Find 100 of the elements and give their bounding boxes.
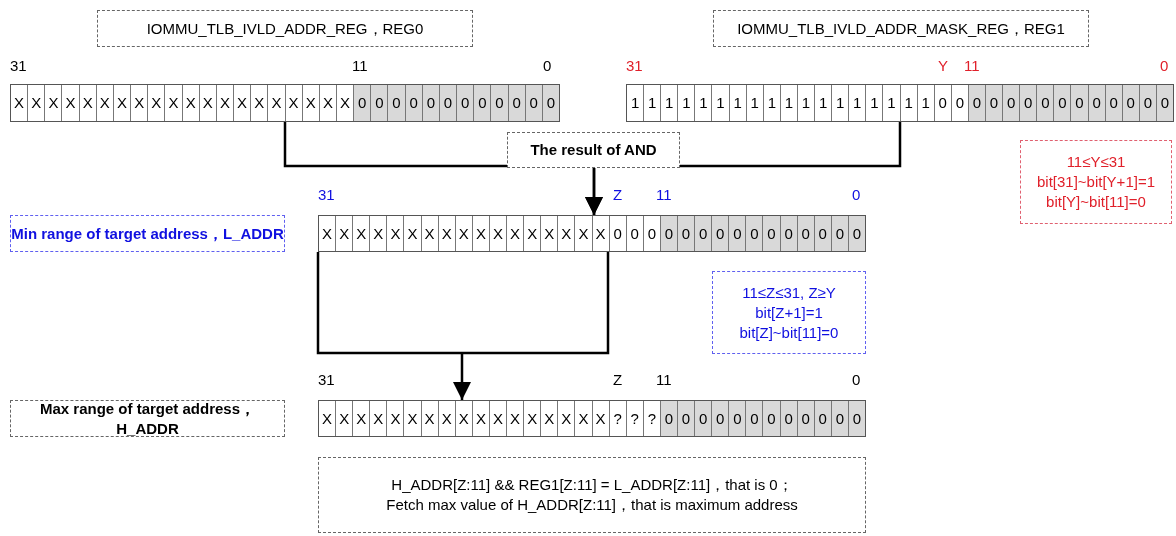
bit-cell: 1 [729,85,747,121]
bit-cell: X [455,401,473,436]
bit-cell: X [507,401,525,436]
bit-cell: X [489,401,508,436]
note-text: 11≤Y≤31 bit[31]~bit[Y+1]=1 bit[Y]~bit[11]=0 [1036,152,1156,212]
bit-cell: X [421,216,439,251]
bit-cell: 1 [644,85,662,121]
bit-cell: 0 [643,216,661,251]
bit-cell: X [507,216,525,251]
note-text: H_ADDR[Z:11] && REG1[Z:11] = L_ADDR[Z:11]，that is 0； [391,475,793,495]
bit-cell: X [336,401,354,436]
bit-cell: X [79,85,97,121]
bit-field [10,84,560,122]
bit-cell: X [251,85,269,121]
bit-cell: 0 [371,85,389,121]
bit-cell: X [438,401,456,436]
bit-cell: 1 [900,85,918,121]
bit-cell: 0 [457,85,475,121]
register-name-box [97,10,473,47]
bit-number: 0 [852,371,861,389]
bit-cell: 0 [626,216,644,251]
bit-cell: X [575,401,593,436]
bit-number: Y [938,57,948,75]
bit-number: 0 [543,57,552,75]
bit-cell: X [336,216,354,251]
note-text: Fetch max value of H_ADDR[Z:11]，that is maximum address [386,495,798,515]
bit-cell: 1 [797,85,816,121]
bit-number: 11 [656,186,672,204]
bit-cell: 1 [883,85,901,121]
bit-cell: 1 [661,85,679,121]
bit-cell: 1 [832,85,850,121]
bit-cell: ? [626,401,644,436]
bit-cell: X [285,85,303,121]
bit-number: 11 [656,371,672,389]
bit-cell: X [353,216,371,251]
bit-cell: X [268,85,286,121]
bit-cell: 0 [695,216,713,251]
bit-cell: X [148,85,166,121]
bit-cell: X [438,216,456,251]
bit-cell: X [319,401,337,436]
bit-number: 0 [852,186,861,204]
bit-cell: X [11,85,29,121]
bit-cell: 1 [695,85,713,121]
bit-number: 31 [10,57,27,75]
bit-cell: 1 [917,85,935,121]
bit-cell: X [421,401,439,436]
bit-cell: 0 [1037,85,1055,121]
bit-cell: 0 [1054,85,1072,121]
bit-cell: 0 [1020,85,1038,121]
address-name-box [10,400,285,437]
bit-cell: 0 [951,85,969,121]
bit-cell: X [592,401,610,436]
condition-note-box [712,271,866,354]
bit-cell: X [455,216,473,251]
bit-cell: X [182,85,200,121]
condition-note-box [1020,140,1172,224]
bit-cell: X [199,85,217,121]
bit-cell: 0 [712,216,730,251]
bit-cell: X [387,401,405,436]
bit-cell: X [113,85,132,121]
bit-cell: X [524,216,542,251]
bit-cell: 0 [763,401,781,436]
bit-number: Z [613,186,623,204]
bit-cell: X [558,216,576,251]
bit-cell: 1 [678,85,696,121]
bit-cell: 0 [1071,85,1089,121]
bit-number: 11 [964,57,980,75]
bit-cell: X [131,85,149,121]
bit-cell: X [387,216,405,251]
bit-field [626,84,1174,122]
bit-cell: X [558,401,576,436]
bit-cell: 1 [849,85,867,121]
bit-cell: 0 [746,216,764,251]
bit-cell: X [575,216,593,251]
bit-cell: 1 [712,85,730,121]
bit-cell: X [370,216,388,251]
bit-cell: 1 [763,85,781,121]
bit-cell: 0 [729,216,747,251]
bit-cell: 0 [388,85,406,121]
bit-cell: X [524,401,542,436]
bit-cell: 0 [491,85,509,121]
bit-cell: X [216,85,235,121]
bit-number: 0 [1160,57,1169,75]
note-text: Max range of target address，H_ADDR [38,398,257,439]
bit-cell: X [319,85,337,121]
bit-cell: X [541,401,559,436]
bit-cell: X [472,401,490,436]
bit-number: 31 [318,371,335,389]
note-text: 11≤Z≤31, Z≥Y bit[Z+1]=1 bit[Z]~bit[11]=0 [738,282,840,343]
bit-cell: ? [609,401,627,436]
bit-cell: 0 [934,85,952,121]
bit-cell: X [45,85,63,121]
arrow [316,250,610,402]
note-text: IOMMU_TLB_IVLD_ADDR_REG，REG0 [146,18,424,39]
note-text: IOMMU_TLB_IVLD_ADDR_MASK_REG，REG1 [737,18,1065,39]
bit-cell: 1 [746,85,764,121]
bit-number: Z [613,371,623,389]
bit-cell: 0 [746,401,764,436]
bit-cell: X [370,401,388,436]
bit-cell: 1 [815,85,833,121]
